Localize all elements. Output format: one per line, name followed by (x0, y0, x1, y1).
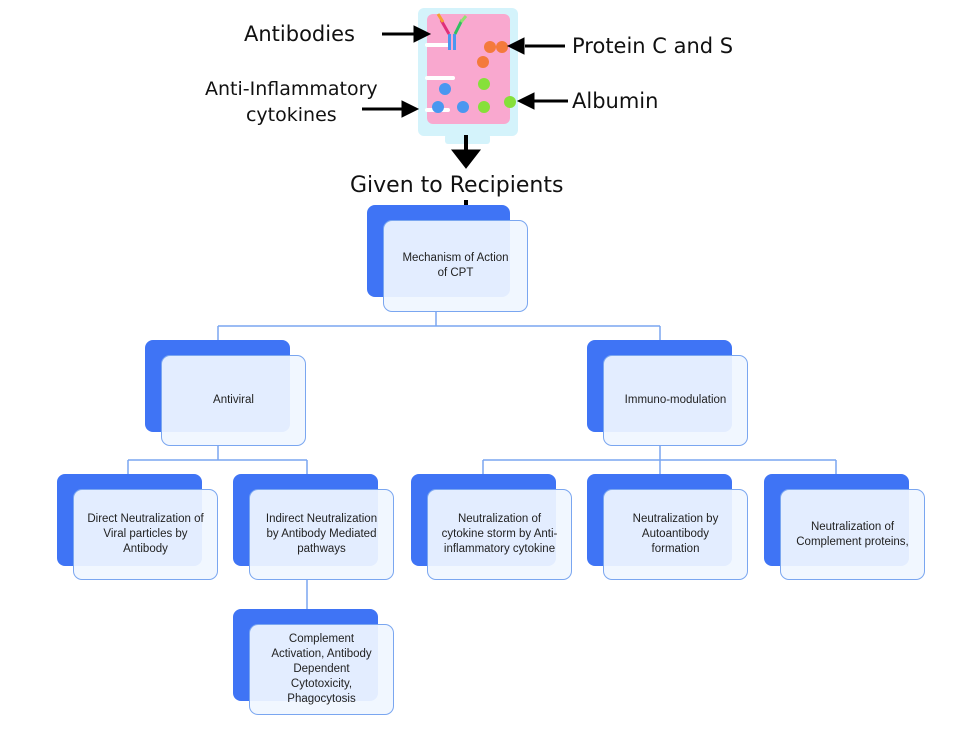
plasma-bag-illustration: Antibodies Protein C and S Anti-Inflamma… (0, 0, 953, 200)
arrow-protein (506, 37, 565, 55)
node-complement-proteins-label: Neutralization of Complement proteins, (796, 520, 909, 548)
label-protein-c-s: Protein C and S (572, 34, 734, 58)
node-cytokine-storm-label: Neutralization of cytokine storm by Anti… (441, 513, 558, 555)
label-antibodies: Antibodies (244, 22, 355, 46)
node-root-label: Mechanism of Action of CPT (402, 252, 509, 279)
node-autoantibody-label: Neutralization by Autoantibody formation (632, 513, 719, 555)
antibody-glyph (436, 13, 468, 50)
label-albumin: Albumin (572, 89, 659, 113)
arrow-antibodies (382, 25, 432, 43)
node-antiviral-label: Antiviral (213, 394, 254, 406)
node-immunomodulation-label: Immuno-modulation (624, 394, 727, 406)
node-indirect-neutralization-label: Indirect Neutralization by Antibody Medi… (265, 513, 378, 555)
node-direct-neutralization-label: Direct Neutralization of Viral particles… (87, 513, 204, 555)
node-complement-activation-label: Complement Activation, Antibody Dependen… (271, 633, 372, 705)
arrow-cytokines (362, 100, 420, 118)
arrow-albumin (516, 92, 568, 110)
plasma-bag-icon (362, 8, 568, 169)
label-anti-inflammatory: Anti-Inflammatory cytokines (205, 78, 378, 126)
label-given-to-recipients: Given to Recipients (350, 173, 564, 198)
arrow-down-bag (450, 135, 482, 169)
